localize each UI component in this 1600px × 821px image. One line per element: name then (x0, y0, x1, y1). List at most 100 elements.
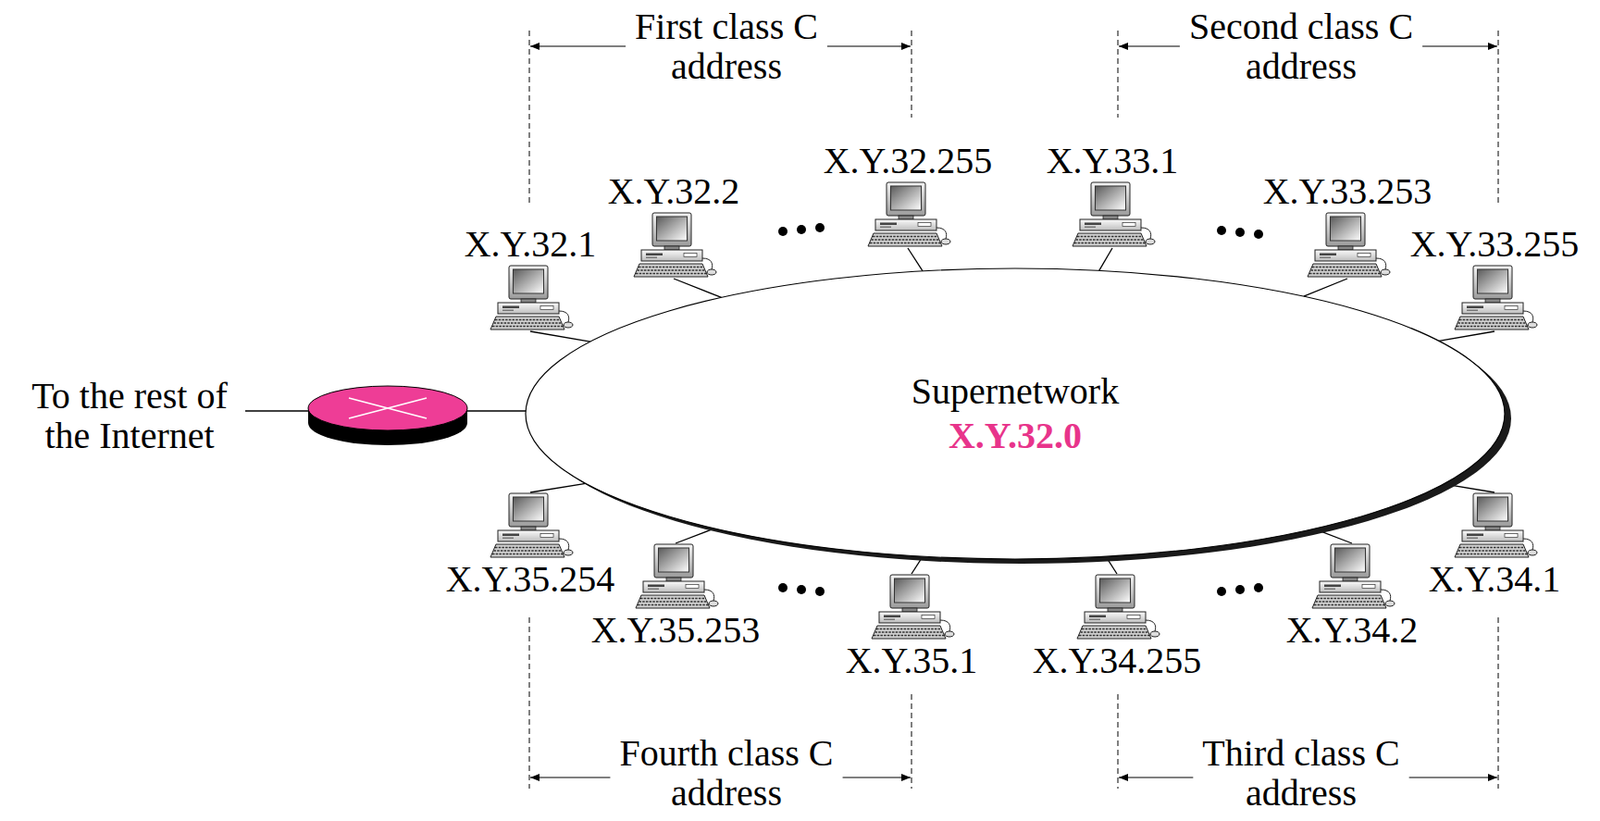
icon-part (1095, 186, 1127, 211)
icon-part (645, 257, 658, 260)
supernetwork-ellipse: SupernetworkX.Y.32.0 (525, 268, 1505, 559)
icon-part (883, 619, 895, 621)
icon-part (944, 631, 955, 637)
host-address: X.Y.33.253 (1263, 171, 1433, 212)
icon-part (1319, 581, 1381, 593)
dot (778, 582, 788, 593)
icon-part (508, 265, 548, 299)
icon-part (1473, 265, 1513, 299)
icon-part (508, 493, 548, 527)
computer-icon (632, 543, 720, 610)
icon-part (1107, 607, 1123, 612)
icon-part (706, 269, 717, 275)
icon-part (873, 634, 945, 637)
router (245, 385, 528, 446)
link-line (673, 278, 722, 298)
icon-part (495, 319, 561, 322)
network-text: X.Y.32.0 (948, 413, 1082, 459)
bracket-arrow (843, 776, 911, 778)
icon-part (1324, 588, 1336, 591)
bracket-arrow (1409, 776, 1498, 778)
icon-part (1462, 302, 1524, 314)
icon-part (1080, 631, 1150, 633)
bracket-label: Second class C address (1180, 6, 1422, 87)
icon-part (1342, 577, 1358, 582)
host-computer: X.Y.32.2 (607, 171, 741, 279)
icon-part (894, 578, 926, 603)
bracket-arrow (827, 45, 911, 47)
icon-part (902, 607, 918, 612)
dot (1235, 584, 1245, 595)
icon-part (1504, 533, 1518, 538)
icon-part (879, 611, 941, 623)
icon-part (513, 269, 545, 294)
icon-part (1314, 249, 1377, 261)
icon-part (635, 595, 710, 608)
bracket-dash (529, 30, 531, 206)
icon-part (1527, 549, 1538, 556)
host-computer: X.Y.35.253 (591, 543, 761, 651)
icon-part (1127, 615, 1141, 620)
bracket-dash (1117, 694, 1119, 789)
icon-part (883, 615, 901, 619)
icon-part (1523, 538, 1534, 550)
internet-label: To the rest of the Internet (22, 375, 237, 456)
computer-icon (486, 492, 574, 559)
link-line (1438, 331, 1495, 341)
bracket-dash (529, 617, 531, 789)
ellipse-outline (525, 268, 1505, 559)
computer-icon (864, 181, 952, 249)
bracket-arrow (1118, 45, 1180, 47)
icon-part (492, 553, 564, 556)
icon-part (497, 530, 559, 542)
icon-part (639, 600, 708, 603)
host-address: X.Y.32.1 (464, 223, 597, 265)
icon-part (1456, 553, 1528, 556)
icon-part (1145, 238, 1155, 245)
icon-part (490, 316, 565, 330)
ellipse-face (525, 268, 1505, 559)
icon-part (654, 544, 694, 578)
icon-part (1307, 263, 1382, 277)
computer-icon (630, 211, 718, 279)
icon-part (640, 597, 707, 600)
icon-part (558, 310, 570, 323)
icon-part (502, 533, 520, 537)
icon-part (1309, 272, 1381, 275)
icon-part (502, 306, 520, 310)
icon-part (494, 322, 563, 324)
icon-part (1312, 595, 1387, 608)
icon-part (1074, 242, 1146, 245)
host-computer: X.Y.33.1 (1046, 140, 1179, 249)
icon-part (891, 186, 922, 211)
icon-part (1456, 325, 1528, 328)
host-address: X.Y.32.2 (607, 171, 741, 212)
icon-part (652, 212, 692, 247)
computer-icon (1451, 492, 1538, 559)
computer-icon (1451, 264, 1538, 332)
dot (1235, 227, 1245, 237)
icon-part (1103, 215, 1118, 220)
bracket-arrow (1422, 45, 1498, 47)
icon-part (1150, 631, 1160, 637)
internet-line (245, 409, 309, 411)
icon-part (1335, 547, 1366, 572)
computer-icon (486, 264, 574, 332)
host-address: X.Y.35.1 (845, 640, 979, 682)
icon-part (637, 269, 707, 272)
bracket-arrow (530, 776, 610, 778)
icon-part (941, 238, 951, 245)
icon-part (708, 600, 719, 607)
icon-part (494, 549, 563, 552)
icon-part (492, 325, 564, 328)
dot (796, 224, 807, 235)
bracket-dash (1498, 30, 1500, 206)
icon-part (1145, 620, 1156, 632)
host-computer: X.Y.33.253 (1263, 171, 1433, 279)
router-top (308, 385, 468, 431)
icon-part (1319, 257, 1331, 260)
computer-icon (1068, 181, 1156, 249)
icon-part (880, 223, 897, 226)
icon-part (921, 615, 935, 620)
